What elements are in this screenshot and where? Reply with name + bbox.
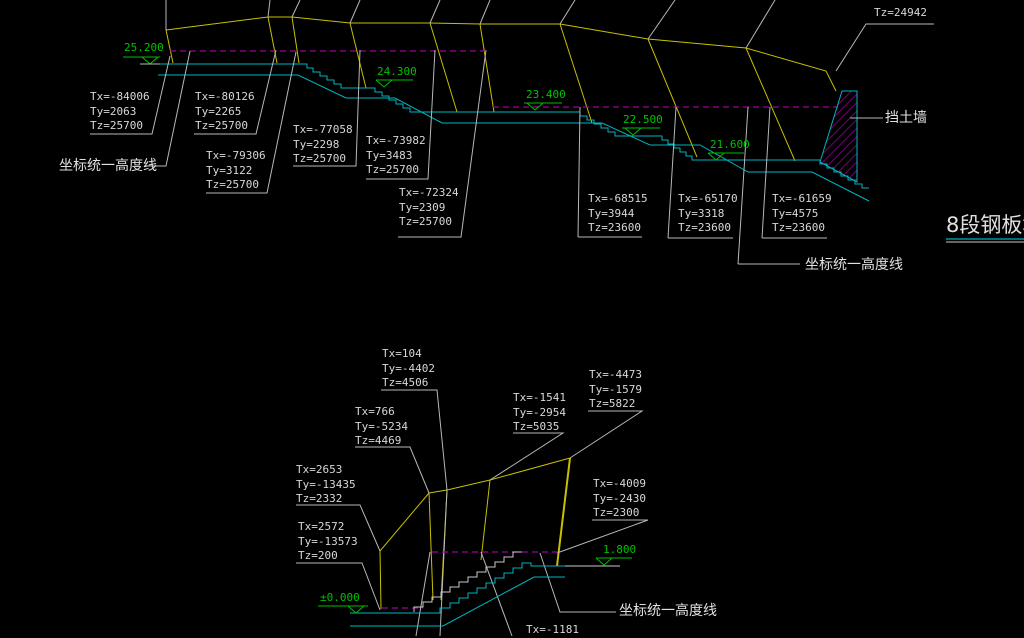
retaining-wall-hatch xyxy=(819,90,858,183)
slope-face xyxy=(429,22,458,113)
slope-face xyxy=(745,47,796,162)
coordinate-callout: Tx=-1181 xyxy=(526,623,579,636)
slope-face xyxy=(349,22,367,89)
coordinate-callout: Tz=24942 xyxy=(874,6,927,19)
elevation-label: 1.800 xyxy=(603,543,637,556)
slope-face xyxy=(559,23,593,124)
slope-face xyxy=(267,16,278,64)
elevation-label: 24.300 xyxy=(377,65,417,78)
subgrade-line xyxy=(158,74,870,202)
slope-face xyxy=(479,23,495,113)
slope-face xyxy=(291,16,300,64)
slope-top-line xyxy=(165,16,837,92)
bottom-elevation-markers xyxy=(318,557,632,614)
slope-face xyxy=(647,38,698,158)
elevation-label: 21.600 xyxy=(710,138,750,151)
bottom-slope-profile xyxy=(379,457,571,610)
bottom-datum-lines xyxy=(382,551,558,609)
unified-height-line-note: 坐标统一高度线 xyxy=(59,158,157,174)
bottom-stairs xyxy=(413,551,522,612)
unified-height-line-note: 坐标统一高度线 xyxy=(805,257,903,273)
elevation-label: 25.200 xyxy=(124,41,164,54)
bottom-ground-lines xyxy=(350,562,565,627)
elevation-label: 23.400 xyxy=(526,88,566,101)
slope-face xyxy=(165,29,174,64)
drawing-title: 8段钢板坡 xyxy=(946,213,1024,237)
elevation-label: ±0.000 xyxy=(320,591,360,604)
elevation-label: 22.500 xyxy=(623,113,663,126)
top-datum-lines xyxy=(170,50,838,108)
unified-height-line-note: 坐标统一高度线 xyxy=(619,603,717,619)
top-leader-lines-upper xyxy=(165,0,934,72)
excavation-steps xyxy=(140,63,820,161)
top-callout-leaders xyxy=(90,49,827,265)
retaining-wall-note: 挡土墙 xyxy=(885,110,927,126)
bottom-callout-leaders xyxy=(296,389,649,636)
